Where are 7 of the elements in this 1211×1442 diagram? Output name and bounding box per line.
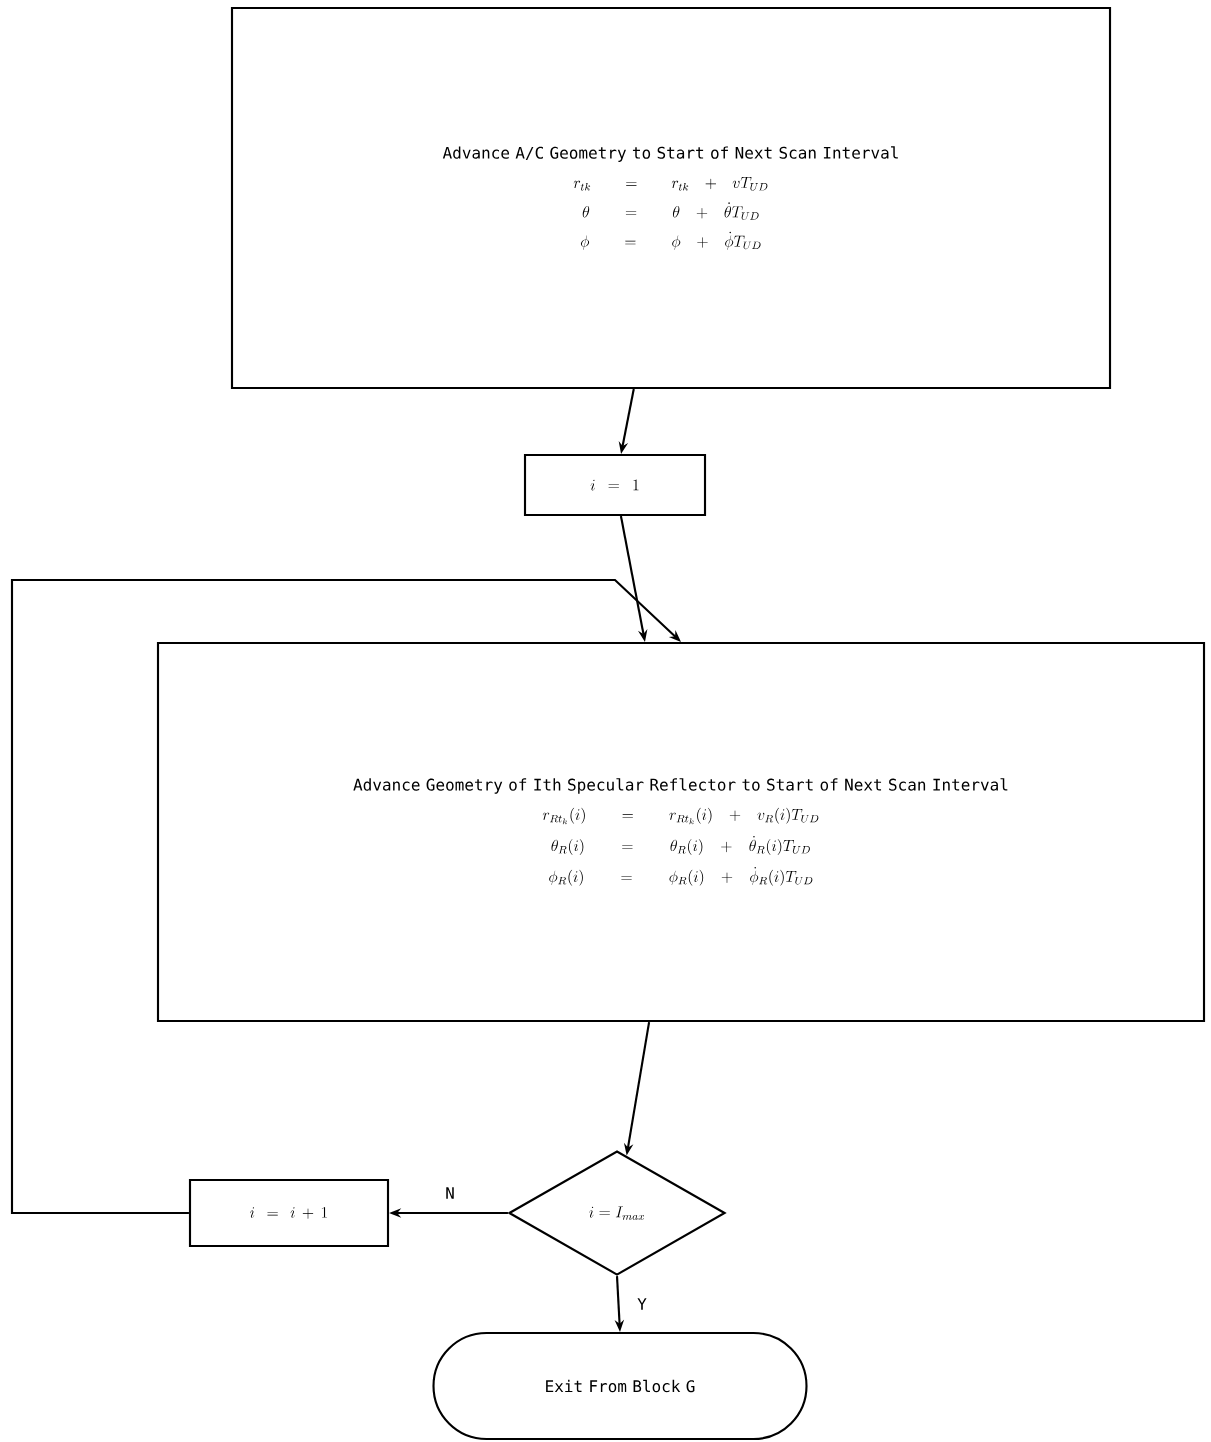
process-box: Advance A/C Geometry to Start of Next Scan Interval $r_{tk} = r_{tk} + vT_{UD}$ $\theta = \theta + \dot{\theta}T_{UD}$ $\phi = \phi + \dot{\phi}T_{UD}$ [230,6,1112,390]
process-box: Advance Geometry of Ith Specular Reflector to Start of Next Scan Interval $r_{Rt_k}(i) = r_{Rt_k}(i) + v_R(i)T_{UD}$ $\theta_R(i) = \theta_R(i) + \dot{\theta}_R(i)T_{UD}$ $\phi_R(i) = \phi_R(i) + \dot{\phi}_R(i)T_{UD}$ [156,641,1206,1023]
edge-label: Y [635,1296,649,1312]
process-box: $i = i + 1$ [188,1178,390,1248]
process-box: $i = 1$ [523,453,707,517]
edge-label: N [443,1185,457,1201]
terminal-box: Exit From Block G [432,1331,808,1441]
